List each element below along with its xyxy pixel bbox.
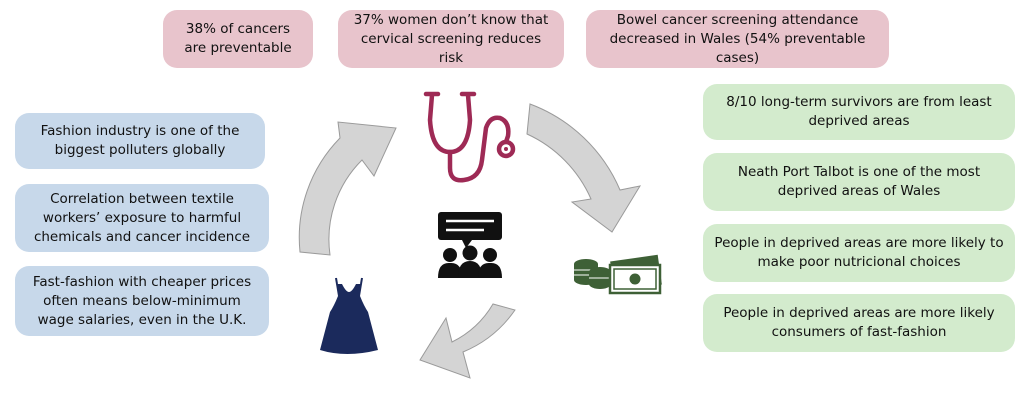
fact-text: 38% of cancers are preventable [184,21,292,56]
money-icon [574,254,662,295]
fact-box-left-2: Correlation between textile workers’ exp… [15,184,269,252]
fact-box-right-2: Neath Port Talbot is one of the most dep… [703,153,1015,211]
fact-box-right-1: 8/10 long-term survivors are from least … [703,84,1015,140]
cycle-arrow-left [298,121,397,256]
cycle-arrow-right [526,103,642,233]
fact-box-right-3: People in deprived areas are more likely… [703,224,1015,282]
fact-box-right-4: People in deprived areas are more likely… [703,294,1015,352]
fact-text: Fast-fashion with cheaper prices often m… [32,273,252,328]
fact-text: Neath Port Talbot is one of the most dep… [737,164,981,199]
fact-text: People in deprived areas are more likely… [723,305,995,340]
fact-box-top-2: 37% women don’t know that cervical scree… [338,10,564,68]
fact-box-left-1: Fashion industry is one of the biggest p… [15,113,265,169]
discussion-group-icon [438,212,502,278]
fact-box-left-3: Fast-fashion with cheaper prices often m… [15,266,269,336]
stethoscope-icon [423,91,516,183]
dress-icon [320,277,378,354]
fact-text: Bowel cancer screening attendance decrea… [609,11,866,66]
fact-text: People in deprived areas are more likely… [714,235,1004,270]
cycle-arrow-bottom [419,303,516,379]
fact-text: Correlation between textile workers’ exp… [33,190,251,245]
fact-box-top-1: 38% of cancers are preventable [163,10,313,68]
fact-text: 37% women don’t know that cervical scree… [353,11,549,66]
fact-text: 8/10 long-term survivors are from least … [726,94,992,129]
fact-text: Fashion industry is one of the biggest p… [40,123,240,158]
fact-box-top-3: Bowel cancer screening attendance decrea… [586,10,889,68]
